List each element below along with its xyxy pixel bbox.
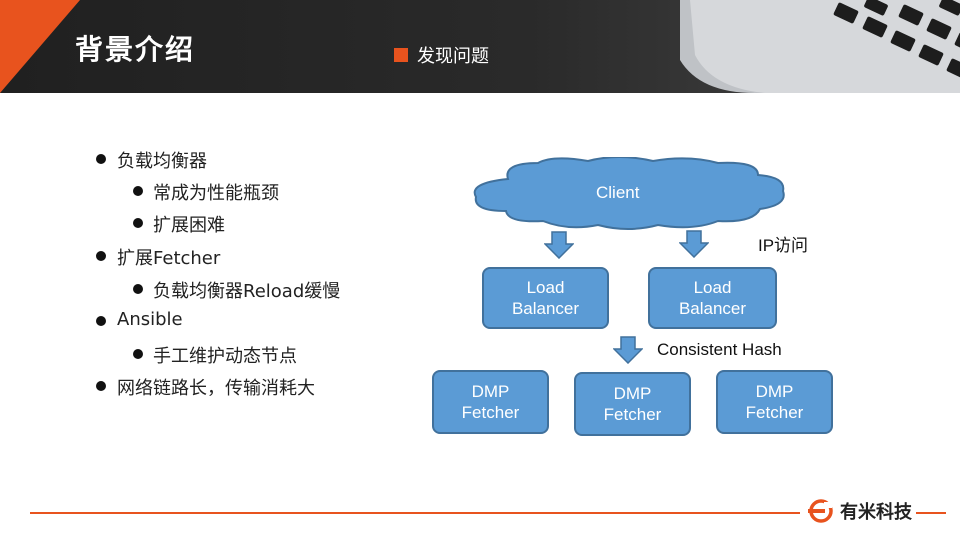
consistent-hash-label: Consistent Hash: [657, 340, 782, 359]
bullet-item: 手工维护动态节点: [153, 346, 297, 367]
dmp-fetcher-label: DMP Fetcher: [745, 382, 804, 422]
footer-divider: [30, 512, 800, 514]
bullet-dot-icon: [96, 381, 106, 391]
bullet-item: 扩展Fetcher: [117, 248, 221, 269]
brand-name: 有米科技: [840, 502, 912, 523]
square-bullet-icon: [394, 48, 408, 62]
laptop-keyboard-image: [680, 0, 960, 93]
down-arrow-icon: [613, 336, 643, 364]
dmp-fetcher-box: DMP Fetcher: [432, 370, 549, 434]
bullet-item: 扩展困难: [153, 215, 225, 236]
bullet-dot-icon: [133, 284, 143, 294]
ip-access-label: IP访问: [758, 236, 809, 255]
load-balancer-box: Load Balancer: [648, 267, 777, 329]
youmi-logo-icon: [808, 499, 833, 523]
load-balancer-label: Load Balancer: [511, 278, 580, 318]
page-title: 背景介绍: [75, 33, 196, 66]
bullet-dot-icon: [96, 316, 106, 326]
bullet-item: 负载均衡器Reload缓慢: [153, 281, 341, 302]
load-balancer-box: Load Balancer: [482, 267, 609, 329]
bullet-item: 网络链路长，传输消耗大: [117, 378, 315, 399]
bullet-item: Ansible: [117, 309, 183, 330]
accent-corner: [0, 0, 80, 93]
subtitle-text: 发现问题: [417, 46, 489, 67]
down-arrow-icon: [544, 231, 574, 259]
brand-logo: 有米科技: [808, 498, 912, 524]
bullet-item: 常成为性能瓶颈: [153, 183, 279, 204]
load-balancer-label: Load Balancer: [678, 278, 747, 318]
bullet-dot-icon: [133, 349, 143, 359]
dmp-fetcher-label: DMP Fetcher: [461, 382, 520, 422]
client-label: Client: [596, 183, 640, 202]
dmp-fetcher-box: DMP Fetcher: [574, 372, 691, 436]
dmp-fetcher-box: DMP Fetcher: [716, 370, 833, 434]
header-banner: 背景介绍 发现问题: [0, 0, 960, 93]
section-subtitle: 发现问题: [394, 42, 489, 68]
down-arrow-icon: [679, 230, 709, 258]
dmp-fetcher-label: DMP Fetcher: [603, 384, 662, 424]
footer-divider-end: [916, 512, 946, 514]
bullet-dot-icon: [96, 154, 106, 164]
cloud-shape: [473, 157, 785, 230]
bullet-dot-icon: [133, 186, 143, 196]
bullet-item: 负载均衡器: [117, 151, 207, 172]
bullet-dot-icon: [133, 218, 143, 228]
bullet-dot-icon: [96, 251, 106, 261]
